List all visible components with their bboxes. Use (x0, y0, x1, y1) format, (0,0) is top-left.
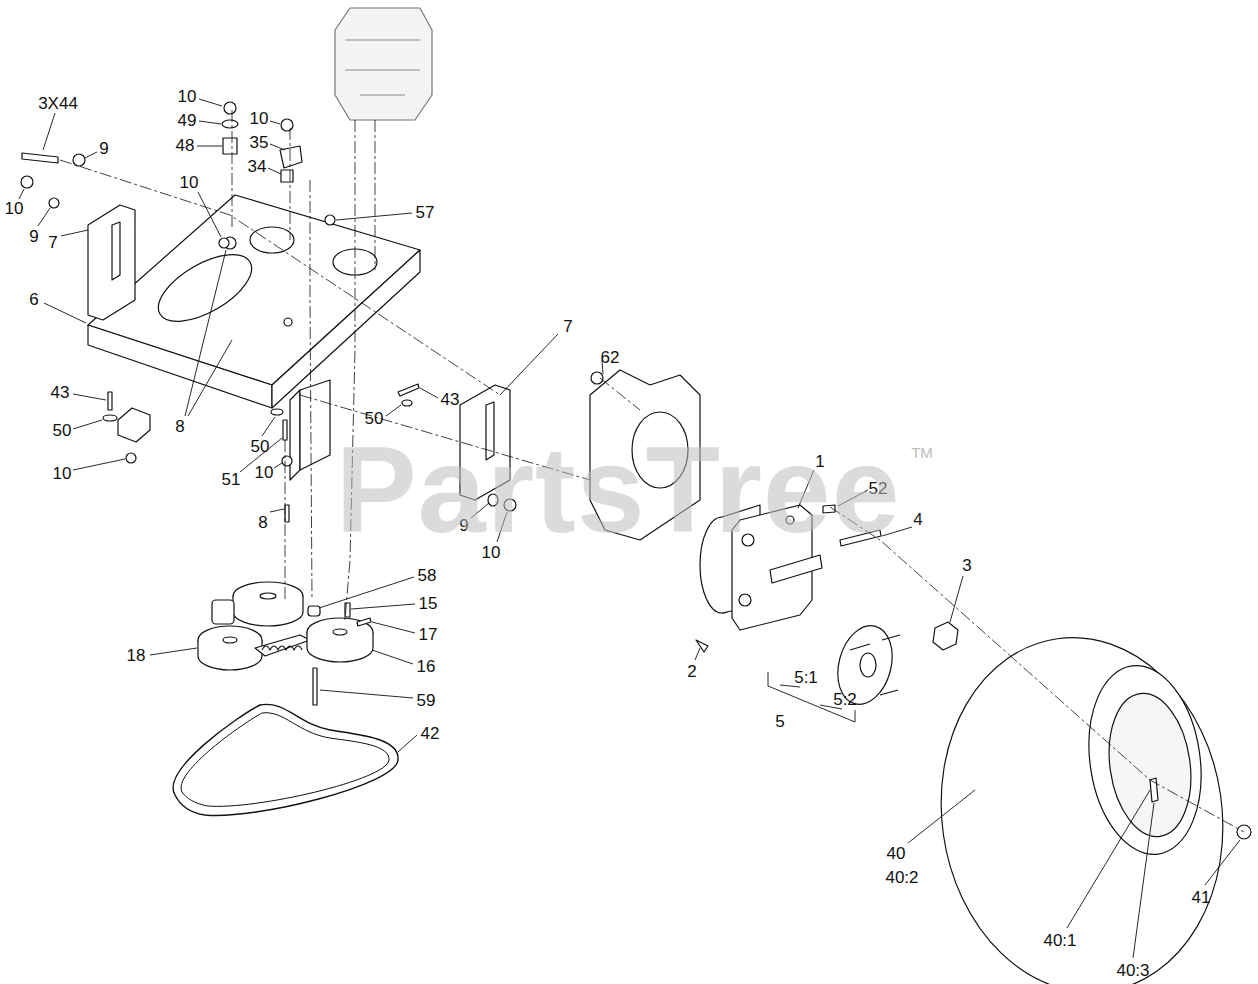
callout-number: 62 (601, 349, 620, 366)
callout-number: 17 (419, 626, 438, 643)
callout-number: 10 (250, 110, 269, 127)
callout-number: 42 (421, 725, 440, 742)
callout-number: 5:1 (794, 669, 818, 686)
callout-number: 6 (29, 291, 38, 308)
callout-number: 35 (250, 134, 269, 151)
callout-number: 3X44 (38, 95, 78, 112)
callout-number: 50 (53, 422, 72, 439)
callout-number: 40:3 (1116, 962, 1149, 979)
callout-number: 59 (417, 692, 436, 709)
callout-number: 50 (365, 410, 384, 427)
callout-number: 40:2 (885, 869, 918, 886)
callout-number: 49 (178, 112, 197, 129)
callout-number: 2 (687, 663, 696, 680)
watermark: PartsTree (335, 429, 900, 551)
callout-number: 10 (53, 465, 72, 482)
callout-number: 40 (887, 845, 906, 862)
callout-number: 10 (255, 464, 274, 481)
callout-number: 3 (962, 557, 971, 574)
callout-number: 51 (222, 471, 241, 488)
callout-number: 9 (99, 140, 108, 157)
callout-number: 9 (29, 228, 38, 245)
callout-number: 5 (775, 713, 784, 730)
trademark-mark: TM (911, 445, 933, 460)
callout-number: 7 (563, 318, 572, 335)
callout-number: 10 (178, 88, 197, 105)
callout-number: 43 (441, 391, 460, 408)
callout-number: 15 (419, 595, 438, 612)
callout-number: 57 (416, 204, 435, 221)
callout-number: 8 (258, 514, 267, 531)
callout-number: 40:1 (1043, 932, 1076, 949)
callout-number: 16 (417, 658, 436, 675)
callout-number: 10 (180, 174, 199, 191)
callout-number: 34 (248, 158, 267, 175)
callout-number: 41 (1192, 889, 1211, 906)
callout-number: 18 (127, 647, 146, 664)
callout-number: 4 (913, 511, 922, 528)
callout-number: 8 (175, 418, 184, 435)
callout-number: 5:2 (833, 691, 857, 708)
callout-number: 48 (176, 137, 195, 154)
callout-number: 7 (48, 234, 57, 251)
callout-number: 43 (51, 384, 70, 401)
callout-number: 50 (251, 438, 270, 455)
callout-number: 10 (5, 200, 24, 217)
callout-number: 58 (418, 567, 437, 584)
